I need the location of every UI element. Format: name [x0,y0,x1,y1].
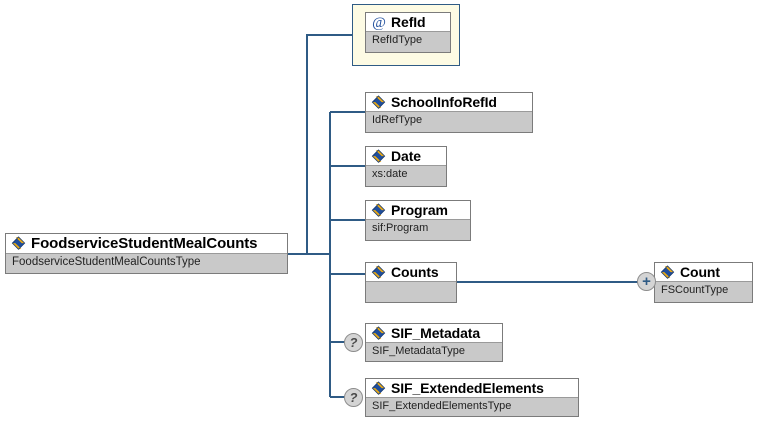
node-label: Program [391,202,448,218]
node-type: SIF_ExtendedElementsType [366,397,578,416]
node-type: IdRefType [366,111,532,132]
node-title: Program [366,201,470,219]
marker-glyph: ? [349,390,358,405]
marker-glyph: ? [349,335,358,350]
node-label: SIF_ExtendedElements [391,380,544,396]
node-sif-extendedelements[interactable]: SIF_ExtendedElements SIF_ExtendedElement… [365,378,579,417]
node-refid[interactable]: @ RefId RefIdType [365,12,451,53]
node-title: @ RefId [366,13,450,31]
marker-glyph: + [642,273,651,290]
node-type: sif:Program [366,219,470,240]
expander-marker-count[interactable]: + [637,272,656,291]
node-count[interactable]: Count FSCountType [654,262,753,303]
node-type: FoodserviceStudentMealCountsType [6,253,287,273]
node-title: Count [655,263,752,281]
node-label: FoodserviceStudentMealCounts [31,235,258,252]
node-type: RefIdType [366,31,450,52]
node-label: Date [391,148,421,164]
node-title: SIF_ExtendedElements [366,379,578,397]
node-label: SchoolInfoRefId [391,94,497,110]
at-icon: @ [372,15,386,30]
node-counts[interactable]: Counts [365,262,457,303]
element-icon [371,148,386,163]
node-schoolinforefid[interactable]: SchoolInfoRefId IdRefType [365,92,533,133]
node-type: FSCountType [655,281,752,302]
node-title: Counts [366,263,456,281]
node-title: SchoolInfoRefId [366,93,532,111]
node-label: Counts [391,264,439,280]
element-icon [371,380,386,395]
element-icon [371,325,386,340]
node-label: RefId [391,14,426,30]
node-title: FoodserviceStudentMealCounts [6,234,287,253]
node-date[interactable]: Date xs:date [365,146,447,187]
occurrence-marker-optional-sif-metadata[interactable]: ? [344,333,363,352]
node-program[interactable]: Program sif:Program [365,200,471,241]
element-icon [11,236,26,250]
node-title: Date [366,147,446,165]
node-type: SIF_MetadataType [366,342,502,361]
svg-text:@: @ [372,15,386,30]
element-icon [660,264,675,279]
node-title: SIF_Metadata [366,324,502,342]
node-label: Count [680,264,720,280]
element-icon [371,94,386,109]
element-icon [371,264,386,279]
node-foodservice-student-meal-counts[interactable]: FoodserviceStudentMealCounts Foodservice… [5,233,288,274]
node-type [366,281,456,302]
element-icon [371,202,386,217]
node-label: SIF_Metadata [391,325,481,341]
node-sif-metadata[interactable]: SIF_Metadata SIF_MetadataType [365,323,503,362]
occurrence-marker-optional-sif-extendedelements[interactable]: ? [344,388,363,407]
node-type: xs:date [366,165,446,186]
